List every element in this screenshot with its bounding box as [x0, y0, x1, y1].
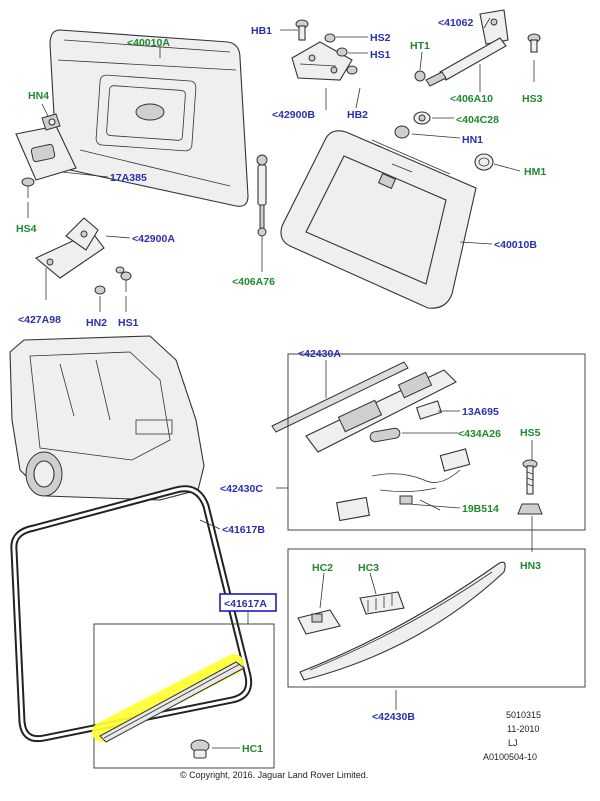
label-hc2: HC2	[312, 562, 333, 574]
screw-hs5[interactable]	[522, 459, 538, 495]
box-42430b	[287, 548, 586, 688]
label-13a695: 13A695	[462, 406, 499, 418]
label-404c28: <404C28	[456, 114, 499, 126]
label-17a385: 17A385	[110, 172, 147, 184]
screw-hs1-upper[interactable]	[336, 47, 348, 57]
info-initials: LJ	[508, 738, 518, 748]
label-406a76: <406A76	[232, 276, 275, 288]
label-434a26: <434A26	[458, 428, 501, 440]
bolt-hb2[interactable]	[346, 65, 358, 75]
label-hn3: HN3	[520, 560, 541, 572]
switch-13a695[interactable]	[415, 400, 443, 420]
module-hc2[interactable]	[297, 609, 341, 635]
screw-hs1-lower[interactable]	[120, 271, 132, 292]
gas-strut-406a10[interactable]	[425, 37, 507, 87]
label-hn1: HN1	[462, 134, 483, 146]
label-hs1-top: HS1	[370, 49, 391, 61]
label-hm1: HM1	[524, 166, 546, 178]
module-hc3[interactable]	[359, 591, 405, 615]
leader-lines	[27, 17, 535, 749]
label-hs3: HS3	[522, 93, 543, 105]
screw-hs1-mid[interactable]	[115, 266, 125, 274]
nut-hn3[interactable]	[517, 503, 543, 515]
label-hs1-bottom: HS1	[118, 317, 139, 329]
label-41062: <41062	[438, 17, 473, 29]
tailgate-finisher-42430b[interactable]	[299, 561, 506, 681]
label-42430c: <42430C	[220, 483, 263, 495]
grommet-hm1[interactable]	[474, 153, 494, 171]
label-hb1: HB1	[251, 25, 272, 37]
nut-hn4[interactable]	[41, 113, 61, 131]
label-427a98: <427A98	[18, 314, 61, 326]
hinge-bracket-17A385[interactable]	[15, 125, 77, 181]
tailgate-inner-frame[interactable]	[280, 130, 477, 309]
screw-hs3[interactable]	[527, 33, 541, 53]
label-hb2: HB2	[347, 109, 368, 121]
label-42900b: <42900B	[272, 109, 315, 121]
vehicle-sketch	[9, 335, 205, 501]
tailgate-seal-41617b[interactable]	[10, 485, 253, 743]
label-406a10: <406A10	[450, 93, 493, 105]
fixing-404c28[interactable]	[413, 111, 431, 125]
label-hs5: HS5	[520, 427, 541, 439]
label-ht1: HT1	[410, 40, 430, 52]
box-42430c	[287, 353, 586, 531]
seal-41617a-callout[interactable]	[92, 623, 275, 769]
info-code: 5010315	[506, 710, 541, 720]
label-hn4: HN4	[28, 90, 49, 102]
bolt-hb1[interactable]	[295, 19, 309, 41]
harness-19b514[interactable]	[336, 448, 471, 522]
label-42900a: <42900A	[132, 233, 175, 245]
finisher-strip-42430a[interactable]	[271, 361, 409, 433]
label-hs2: HS2	[370, 32, 391, 44]
copyright: © Copyright, 2016. Jaguar Land Rover Lim…	[180, 770, 368, 780]
handle-assembly-42430c[interactable]	[305, 369, 457, 453]
label-41617a: <41617A	[224, 598, 267, 610]
label-hs4: HS4	[16, 223, 37, 235]
label-42430a: <42430A	[298, 348, 341, 360]
gas-strut-406a76[interactable]	[256, 154, 268, 237]
label-hn2: HN2	[86, 317, 107, 329]
label-40010b: <40010B	[494, 239, 537, 251]
label-41617a-selected[interactable]: <41617A	[219, 593, 277, 612]
hinge-42900a[interactable]	[34, 217, 105, 279]
screw-hs4[interactable]	[21, 177, 35, 198]
tailgate-outer-panel[interactable]	[49, 29, 249, 207]
clip-hc1[interactable]	[190, 739, 210, 759]
label-41617b: <41617B	[222, 524, 265, 536]
info-ref: A0100504-10	[483, 752, 537, 762]
label-40010a: <40010A	[127, 37, 170, 49]
nut-hn1[interactable]	[394, 125, 410, 139]
label-hc3: HC3	[358, 562, 379, 574]
nut-hn2[interactable]	[94, 285, 106, 295]
ball-stud-ht1[interactable]	[414, 70, 426, 82]
bracket-41062[interactable]	[479, 9, 509, 45]
hinge-42900b[interactable]	[291, 41, 353, 81]
screw-hs2[interactable]	[324, 33, 336, 43]
info-date: 11-2010	[507, 724, 539, 734]
lens-434a26[interactable]	[369, 427, 401, 443]
label-42430b: <42430B	[372, 711, 415, 723]
label-19b514: 19B514	[462, 503, 499, 515]
label-hc1: HC1	[242, 743, 263, 755]
